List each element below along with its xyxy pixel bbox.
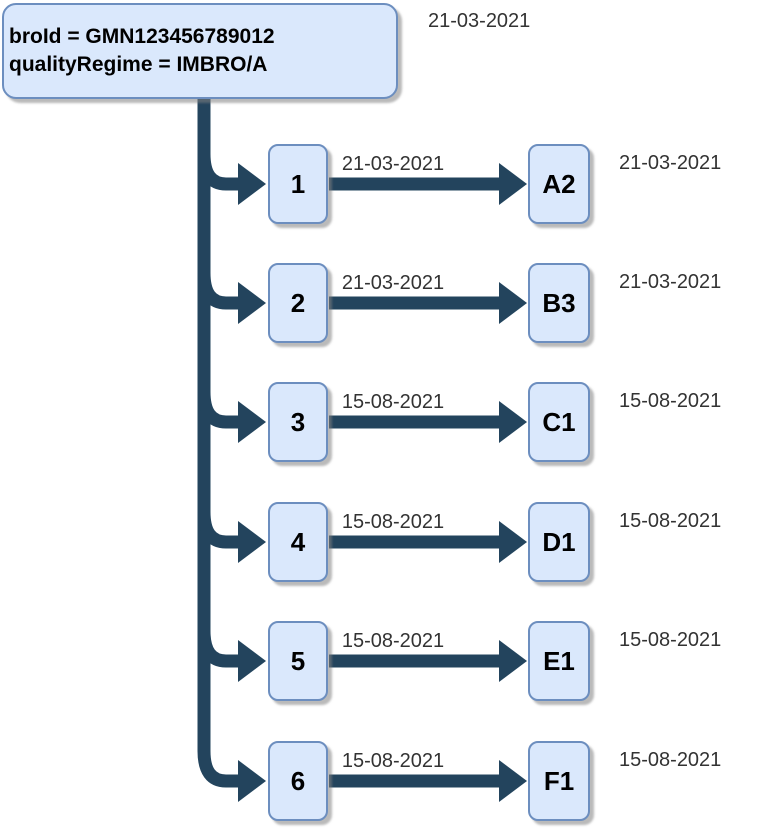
tube-number-label: 6 xyxy=(290,765,306,796)
tube-number-label: 2 xyxy=(290,287,306,318)
tube-number-label: 3 xyxy=(290,406,306,437)
tube-number-label: 4 xyxy=(290,526,306,557)
event-node: F1 xyxy=(528,741,590,821)
event-node: D1 xyxy=(528,502,590,582)
tube-node: 5 xyxy=(268,621,328,701)
branch-elbow xyxy=(197,153,240,191)
tube-number-label: 1 xyxy=(290,168,306,199)
branch-elbow xyxy=(197,630,240,668)
branch-arrowhead-icon xyxy=(238,163,266,205)
event-label: D1 xyxy=(542,526,576,557)
edge-arrowhead-icon xyxy=(499,163,527,205)
edge-date-label: 15-08-2021 xyxy=(341,750,445,772)
trunk-line xyxy=(197,97,240,788)
event-node: E1 xyxy=(528,621,590,701)
event-label: F1 xyxy=(543,765,575,796)
edge-arrowhead-icon xyxy=(499,521,527,563)
tube-number-label: 5 xyxy=(290,645,306,676)
tube-node: 2 xyxy=(268,263,328,343)
edge-date-label: 15-08-2021 xyxy=(341,391,445,413)
event-node: B3 xyxy=(528,263,590,343)
event-node: A2 xyxy=(528,144,590,224)
branch-arrowhead-icon xyxy=(238,521,266,563)
edge-date-label: 21-03-2021 xyxy=(341,153,445,175)
branch-arrowhead-icon xyxy=(238,401,266,443)
branch-arrowhead-icon xyxy=(238,760,266,802)
root-node: broId = GMN123456789012 qualityRegime = … xyxy=(2,3,398,99)
root-qualityregime-text: qualityRegime = IMBRO/A xyxy=(9,53,268,76)
edge-arrowhead-icon xyxy=(499,401,527,443)
row-date-label: 15-08-2021 xyxy=(619,749,722,771)
root-date-label: 21-03-2021 xyxy=(428,10,531,32)
edge-arrowhead-icon xyxy=(499,760,527,802)
event-label: C1 xyxy=(542,406,576,437)
row-date-label: 15-08-2021 xyxy=(619,510,722,532)
edge-date-label: 21-03-2021 xyxy=(341,272,445,294)
branch-arrowhead-icon xyxy=(238,282,266,324)
tube-node: 6 xyxy=(268,741,328,821)
branch-arrowhead-icon xyxy=(238,640,266,682)
branch-elbow xyxy=(197,511,240,549)
row-date-label: 15-08-2021 xyxy=(619,629,722,651)
row-date-label: 15-08-2021 xyxy=(619,390,722,412)
tube-node: 1 xyxy=(268,144,328,224)
event-label: B3 xyxy=(542,287,576,318)
tube-node: 4 xyxy=(268,502,328,582)
edge-date-label: 15-08-2021 xyxy=(341,511,445,533)
branch-elbow xyxy=(197,391,240,429)
edge-arrowhead-icon xyxy=(499,282,527,324)
row-date-label: 21-03-2021 xyxy=(619,152,722,174)
root-broid-text: broId = GMN123456789012 xyxy=(9,25,275,48)
event-label: E1 xyxy=(543,645,575,676)
branch-elbow xyxy=(197,272,240,310)
event-label: A2 xyxy=(542,168,576,199)
tube-node: 3 xyxy=(268,382,328,462)
edge-arrowhead-icon xyxy=(499,640,527,682)
edge-date-label: 15-08-2021 xyxy=(341,630,445,652)
row-date-label: 21-03-2021 xyxy=(619,271,722,293)
event-node: C1 xyxy=(528,382,590,462)
